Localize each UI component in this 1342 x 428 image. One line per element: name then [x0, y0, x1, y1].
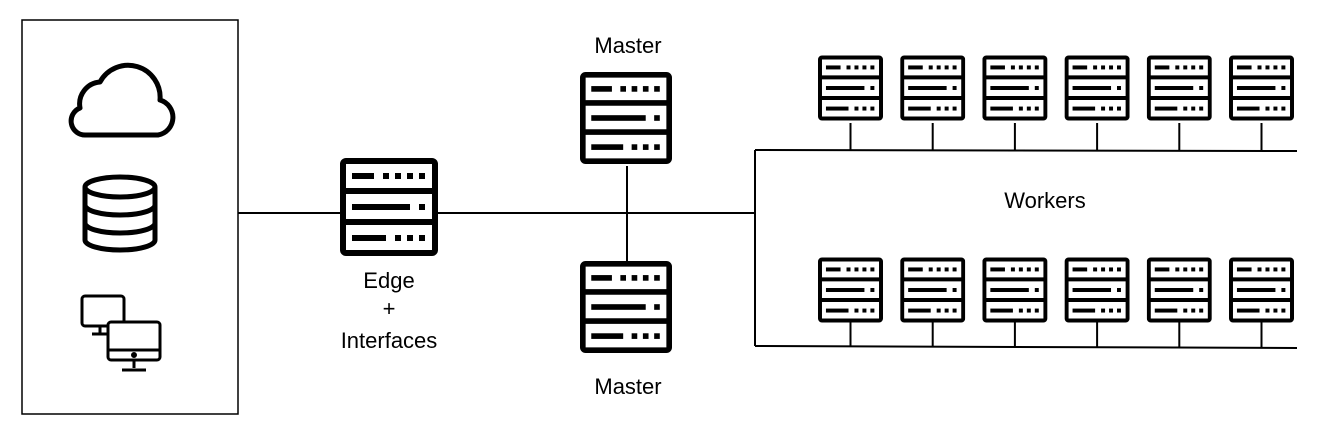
- worker-server-icon: [902, 57, 963, 118]
- worker-server-icon: [902, 259, 963, 320]
- worker-server-icon: [1149, 57, 1210, 118]
- edge-label-line2: +: [383, 296, 396, 321]
- master-top-label: Master: [594, 33, 661, 58]
- worker-server-icon: [1149, 259, 1210, 320]
- desktop-computers-icon: [80, 294, 162, 372]
- master-bottom-server-icon: [583, 264, 669, 350]
- worker-server-icon: [984, 259, 1045, 320]
- network-links: [238, 149, 1298, 349]
- worker-server-icon: [820, 57, 881, 118]
- worker-row-bottom: [820, 259, 1292, 347]
- worker-server-icon: [1067, 259, 1128, 320]
- master-bottom-label: Master: [594, 374, 661, 399]
- edge-label-line1: Edge: [363, 268, 414, 293]
- database-icon: [82, 174, 158, 253]
- worker-server-icon: [984, 57, 1045, 118]
- master-top-server-icon: [583, 75, 669, 161]
- worker-server-icon: [1067, 57, 1128, 118]
- worker-server-icon: [1231, 57, 1292, 118]
- worker-server-icon: [820, 259, 881, 320]
- worker-row-top: [820, 57, 1292, 150]
- worker-server-icon: [1231, 259, 1292, 320]
- workers-label: Workers: [1004, 188, 1086, 213]
- edge-label-line3: Interfaces: [341, 328, 438, 353]
- cloud-icon: [68, 62, 176, 138]
- edge-server-icon: [343, 161, 435, 253]
